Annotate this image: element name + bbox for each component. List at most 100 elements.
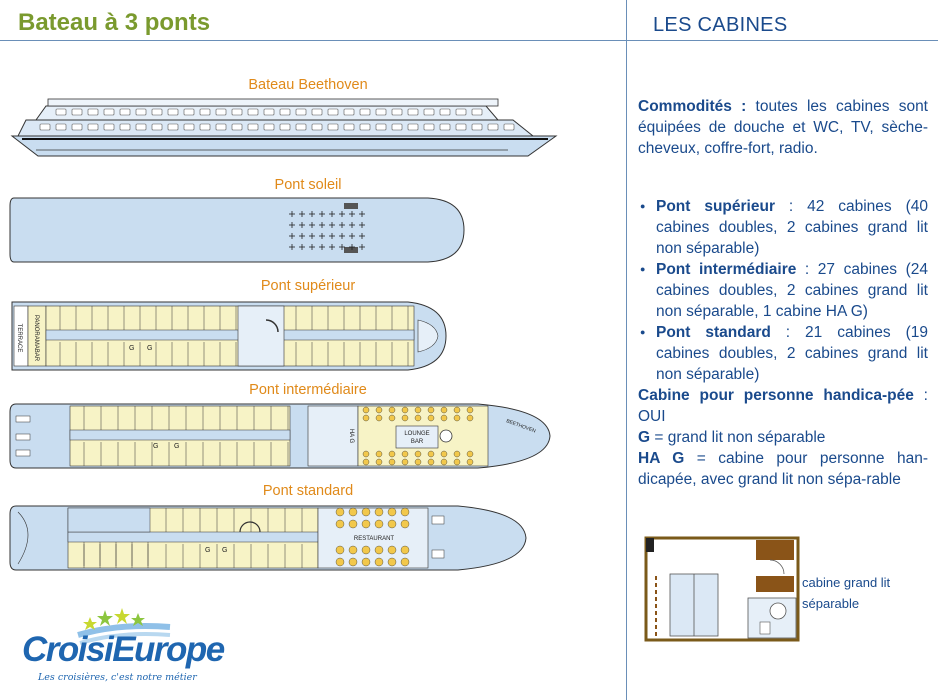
lounge-table	[414, 406, 422, 414]
deck-cabin-count: : 21 cabines (19 cabines doubles, 2 cabi…	[656, 324, 928, 383]
lounge-table	[375, 458, 383, 466]
lounge-table	[362, 458, 370, 466]
restaurant-table	[348, 557, 358, 567]
restaurant-label: RESTAURANT	[354, 536, 395, 542]
ship-side-view	[10, 98, 558, 157]
deck-label-intermediaire: Pont intermédiaire	[249, 382, 367, 398]
deck-cabin-info: Pont supérieur : 42 cabines (40 cabines …	[638, 196, 928, 490]
restaurant-table	[348, 507, 358, 517]
restaurant-table	[387, 507, 397, 517]
terrace-label: TERRACE	[16, 324, 22, 353]
restaurant-table	[387, 557, 397, 567]
amenities-text: toutes les cabines sont équipées de douc…	[638, 98, 928, 157]
g-legend: G = grand lit non séparable	[638, 427, 928, 448]
window	[247, 123, 259, 131]
cabin-caption: cabine grand lit séparable	[802, 572, 890, 614]
amenities-label: Commodités :	[638, 98, 747, 115]
window	[375, 123, 387, 131]
lounge-table	[453, 406, 461, 414]
deck-name: Pont intermédiaire	[656, 261, 797, 278]
cabin-caption-line: séparable	[802, 596, 860, 611]
restaurant-table	[361, 545, 371, 555]
deck-label-standard: Pont standard	[262, 483, 354, 499]
deck-cabin-list: Pont supérieur : 42 cabines (40 cabines …	[638, 196, 928, 385]
lounge-table	[453, 450, 461, 458]
restaurant-table	[361, 557, 371, 567]
ha-g-marker: HA G	[348, 429, 354, 444]
header-divider	[0, 40, 938, 41]
window	[279, 108, 291, 116]
restaurant-table	[335, 545, 345, 555]
restaurant-table	[400, 519, 410, 529]
window	[295, 108, 307, 116]
logo-text: CroisiEurope	[22, 630, 225, 669]
cabin-caption-line: cabine grand lit	[802, 575, 891, 590]
g-legend-label: G	[638, 429, 651, 446]
restaurant-table	[335, 507, 345, 517]
deck-name: Pont supérieur	[656, 198, 775, 215]
window	[471, 108, 483, 116]
window	[119, 123, 131, 131]
lounge-table	[440, 458, 448, 466]
list-item: Pont intermédiaire : 27 cabines (24 cabi…	[638, 259, 928, 322]
deck-plan-superieur: TERRACE PANORAMABAR G G	[11, 301, 447, 371]
lounge-table	[401, 414, 409, 422]
g-legend-text: = grand lit non séparable	[650, 429, 826, 446]
window	[327, 123, 339, 131]
lounge-table	[453, 458, 461, 466]
restaurant-table	[374, 507, 384, 517]
lounge-table	[440, 414, 448, 422]
croisieurope-logo	[77, 608, 171, 645]
window	[311, 108, 323, 116]
lounge-table	[440, 406, 448, 414]
restaurant-table	[374, 557, 384, 567]
lounge-table	[466, 414, 474, 422]
window	[279, 123, 291, 131]
window	[407, 123, 419, 131]
deck-label-superieur: Pont supérieur	[260, 278, 356, 294]
amenities-paragraph: Commodités : toutes les cabines sont équ…	[638, 96, 928, 159]
logo-tagline: Les croisières, c'est notre métier	[38, 672, 197, 683]
section-title: LES CABINES	[653, 14, 788, 36]
window	[391, 108, 403, 116]
lounge-table	[414, 450, 422, 458]
lounge-table	[453, 414, 461, 422]
window	[407, 108, 419, 116]
lounge-table	[362, 414, 370, 422]
window	[167, 123, 179, 131]
lounge-table	[440, 450, 448, 458]
restaurant-table	[348, 545, 358, 555]
lounge-table	[466, 406, 474, 414]
restaurant-table	[387, 545, 397, 555]
window	[263, 123, 275, 131]
hag-legend: HA G = cabine pour personne han-dicapée,…	[638, 448, 928, 490]
window	[471, 123, 483, 131]
window	[39, 123, 51, 131]
g-marker: G	[153, 443, 158, 450]
window	[55, 123, 67, 131]
list-item: Pont supérieur : 42 cabines (40 cabines …	[638, 196, 928, 259]
window	[151, 123, 163, 131]
g-marker: G	[174, 443, 179, 450]
lounge-table	[427, 450, 435, 458]
window	[151, 108, 163, 116]
lounge-table	[414, 458, 422, 466]
lounge-table	[427, 414, 435, 422]
window	[263, 108, 275, 116]
cabin-floor-plan	[644, 536, 800, 642]
handicap-info: Cabine pour personne handica-pée : OUI	[638, 385, 928, 427]
window	[199, 123, 211, 131]
g-marker: G	[205, 547, 210, 554]
restaurant-table	[400, 507, 410, 517]
hag-legend-label: HA G	[638, 450, 685, 467]
lounge-table	[362, 450, 370, 458]
window	[87, 108, 99, 116]
lounge-table	[362, 406, 370, 414]
window	[215, 123, 227, 131]
lounge-table	[401, 450, 409, 458]
deck-name: Pont standard	[656, 324, 771, 341]
lounge-table	[401, 406, 409, 414]
deck-plan-standard: RESTAURANT G G	[9, 505, 527, 571]
deck-cabin-count: : 27 cabines (24 cabines doubles, 2 cabi…	[656, 261, 928, 320]
window	[423, 108, 435, 116]
